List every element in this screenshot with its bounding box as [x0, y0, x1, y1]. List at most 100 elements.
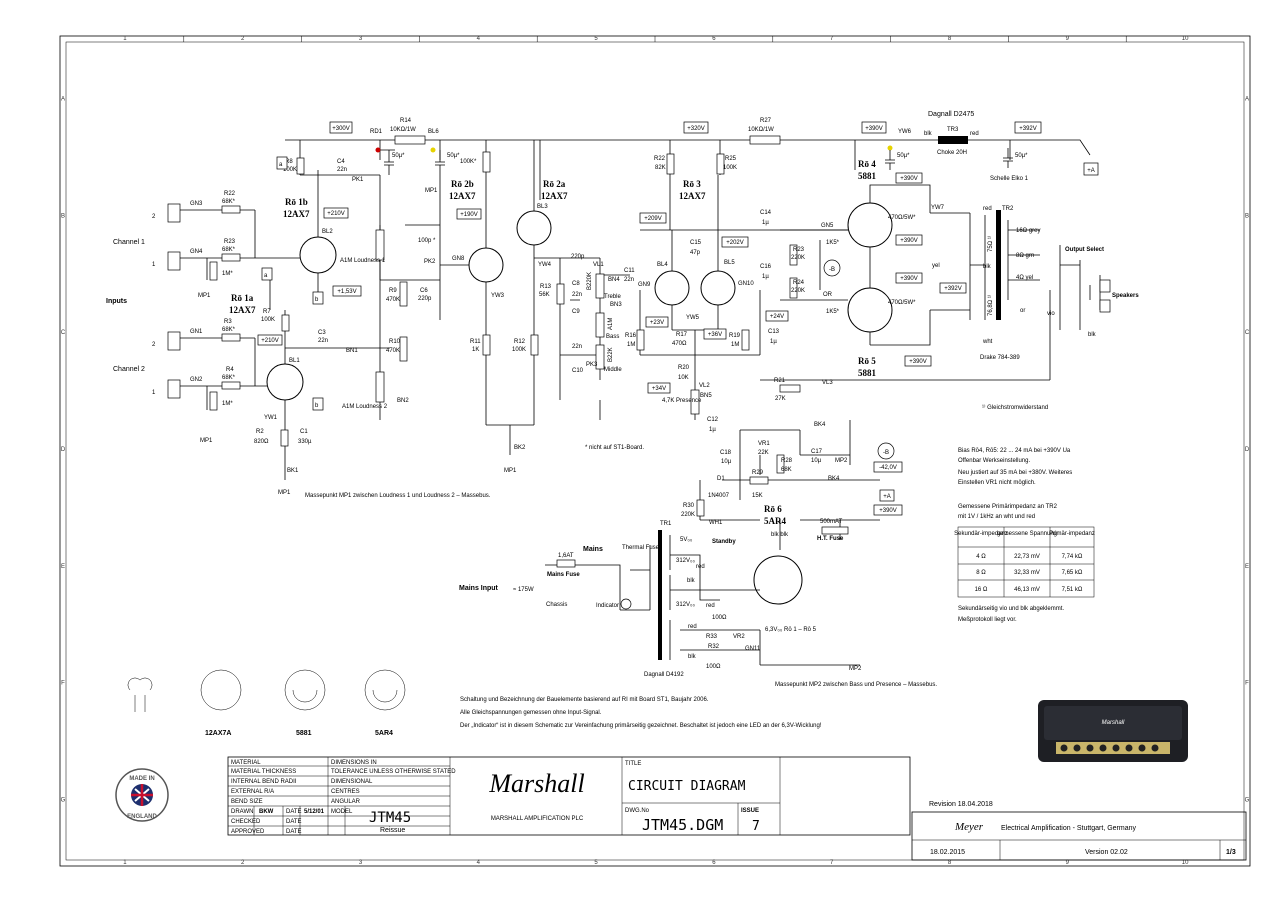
- r1m-ch2: 1M*: [222, 401, 233, 407]
- grid-row-C: C: [61, 330, 66, 336]
- title-block: MATERIAL MATERIAL THICKNESS INTERNAL BEN…: [227, 756, 1247, 861]
- r7: R7: [263, 309, 271, 315]
- r10-value: 470K: [386, 348, 400, 354]
- gn11: GN11: [745, 646, 761, 652]
- meyer-logo: Meyer: [954, 821, 984, 833]
- c1-value: 330µ: [298, 439, 312, 445]
- tb-approved: APPROVED: [231, 829, 265, 835]
- power-amp: Rō 4 5881 Rō 5 5881 +390V +390V +390V +3…: [780, 159, 1139, 411]
- page-number: 1/3: [1226, 849, 1236, 856]
- c6-value: 220p: [418, 296, 432, 302]
- r9-value: 470K: [386, 297, 400, 303]
- grid-column-1: 1: [123, 860, 127, 866]
- grid-row-B: B: [1245, 213, 1249, 219]
- dagnall-d4192: Dagnall D4192: [644, 672, 684, 678]
- grid-column-3: 3: [359, 860, 363, 866]
- presence-label: 4,7K Presence: [662, 398, 702, 404]
- voltage-tag-390v-c: [895, 272, 923, 284]
- c14: C14: [760, 210, 772, 216]
- pot-loudness-1: [375, 229, 385, 261]
- loudness-2: A1M Loudness 2: [342, 404, 388, 410]
- amp-knob: [1151, 744, 1159, 752]
- r11-value: 1K: [472, 347, 479, 353]
- resistor-1m-ch1: [209, 261, 218, 281]
- c16: C16: [760, 264, 772, 270]
- c15: C15: [690, 240, 702, 246]
- tb-centres: CENTRES: [331, 789, 360, 795]
- meyer-block: [911, 811, 1247, 861]
- voltage-tag-153v: [332, 285, 362, 297]
- r7-value: 100K: [261, 317, 275, 323]
- gn4: GN4: [190, 249, 203, 255]
- r20-value: 10K: [678, 375, 689, 381]
- voltage-tag-210v-a: [323, 207, 349, 219]
- resistor-r7: [281, 314, 290, 332]
- bl4: BL4: [657, 262, 668, 268]
- tb-thickness: MATERIAL THICKNESS: [231, 769, 296, 775]
- minus-b-2: -B: [883, 450, 889, 456]
- a1m-bass: A1M: [608, 318, 614, 330]
- gn10: GN10: [738, 281, 754, 287]
- speakers-label: Speakers: [1112, 293, 1139, 299]
- phase-inverter: Rō 3 12AX7 R22 82K R25 100K +209V +202V …: [625, 153, 1051, 433]
- pinout-12ax7: [200, 669, 242, 711]
- voltage-392v-top: +392V: [1019, 126, 1037, 132]
- note-not-on-board: * nicht auf ST1-Board.: [585, 445, 644, 451]
- c1: C1: [300, 429, 308, 435]
- grid-row-A: A: [61, 96, 65, 102]
- cap-50u-d: 50µ*: [1015, 153, 1028, 159]
- resistor-r3: [221, 333, 241, 342]
- resistor-r12: [530, 334, 539, 356]
- grid-column-4: 4: [477, 36, 481, 42]
- preamp-section: Inputs Channel 1 Channel 2 2 1 2 1 GN3 G…: [106, 140, 570, 499]
- r8-value: 100K: [283, 167, 297, 173]
- voltage-202v: +202V: [726, 240, 744, 246]
- wh1: WH1: [709, 520, 723, 526]
- vl3: VL3: [822, 380, 833, 386]
- mp2: MP2: [835, 458, 848, 464]
- c3: C3: [318, 330, 326, 336]
- r30: R30: [683, 503, 695, 509]
- v4-type: 5881: [858, 171, 877, 181]
- plus-a-top: +A: [1087, 168, 1095, 174]
- v2a-name: Rō 2a: [543, 179, 566, 189]
- r28: R28: [781, 458, 793, 464]
- r23-value: 68K*: [222, 247, 236, 253]
- r22-pi: R22: [654, 156, 666, 162]
- grid-column-10: 10: [1182, 860, 1189, 866]
- c3-value: 22n: [318, 338, 328, 344]
- b220k: B220K: [587, 272, 593, 290]
- sec-blk-1: blk: [687, 578, 696, 584]
- indicator: Indicator: [596, 603, 619, 609]
- grid-row-G: G: [61, 798, 66, 804]
- r29: R29: [752, 470, 764, 476]
- bk4: BK4: [814, 422, 826, 428]
- bn1: BN1: [346, 348, 358, 354]
- r100-b: 100Ω: [706, 664, 721, 670]
- mains-fuse-label: Mains Fuse: [547, 572, 580, 578]
- led-yw6: [887, 145, 893, 151]
- marshall-company: MARSHALL AMPLIFICATION PLC: [491, 816, 584, 822]
- r22: R22: [224, 191, 236, 197]
- voltage-tag-24v: [765, 310, 789, 322]
- mp1-b: MP1: [200, 438, 213, 444]
- jack-ch2-lo: [167, 379, 181, 399]
- pinout-5ar4-label: 5AR4: [375, 730, 393, 737]
- choke-tr3: [938, 136, 968, 144]
- ht-fuse: H.T. Fuse: [817, 536, 844, 542]
- r14-label: R14: [400, 118, 412, 124]
- gn9: GN9: [638, 282, 651, 288]
- plus-a-2: +A: [883, 494, 891, 500]
- voltage-210v-b: +210V: [261, 338, 279, 344]
- resistor-r8: [296, 157, 305, 175]
- vr1-value: 22K: [758, 450, 769, 456]
- ch1-num-1: 1: [152, 262, 156, 268]
- imp-r0-c2: 7,74 kΩ: [1062, 554, 1083, 560]
- c17: C17: [811, 449, 823, 455]
- bias-line-2: Offenbar Werkseinstellung.: [958, 458, 1030, 464]
- v3-type: 12AX7: [679, 191, 706, 201]
- channel-1-label: Channel 1: [113, 239, 145, 246]
- led-bl6: [430, 147, 436, 153]
- v6-type: 5AR4: [764, 516, 786, 526]
